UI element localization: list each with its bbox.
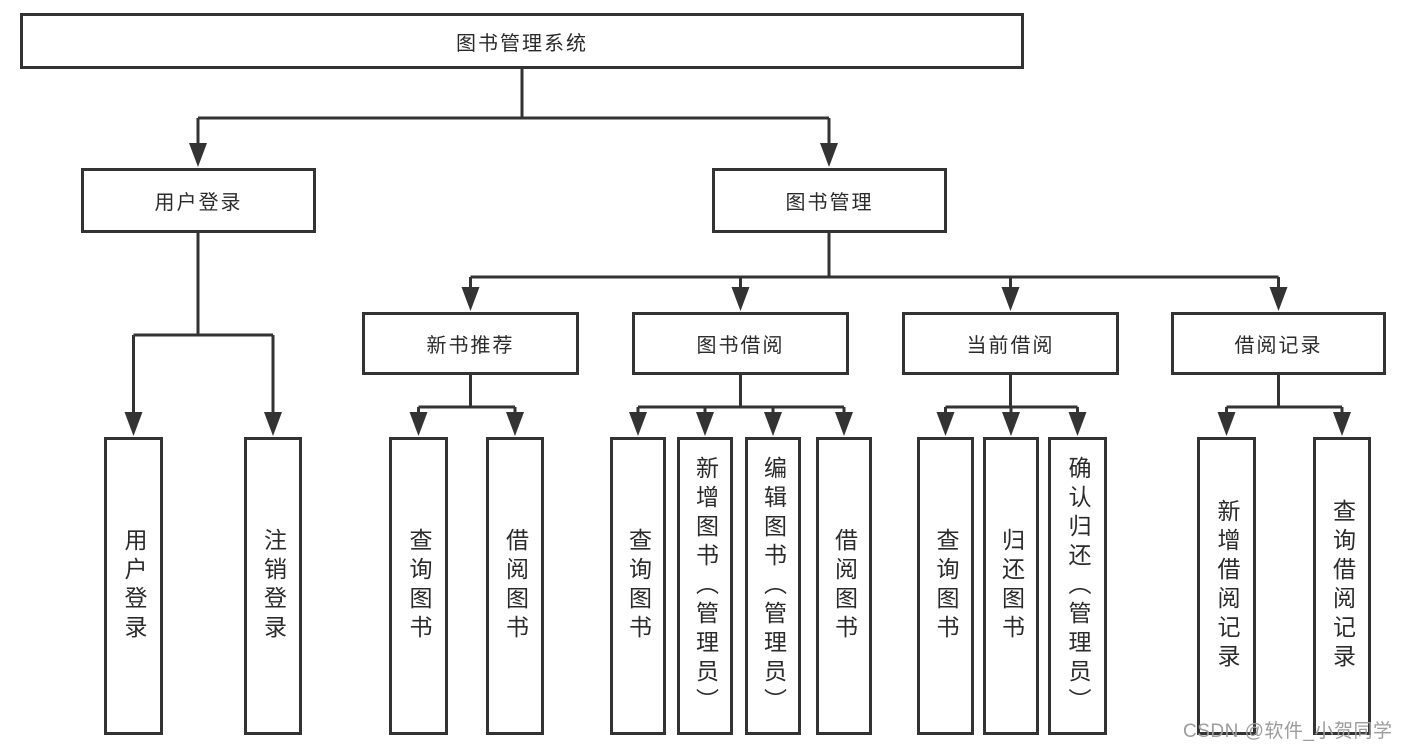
- node-new-book-recommend: 新书推荐: [362, 312, 579, 375]
- csdn-watermark: CSDN @软件_小贺同学: [1183, 721, 1393, 742]
- arrowhead: [189, 143, 207, 167]
- arrowhead: [264, 412, 282, 436]
- node-book-borrow: 图书借阅: [632, 312, 849, 375]
- leaf-label: 查询借阅记录: [1329, 499, 1356, 673]
- arrowhead: [506, 412, 524, 436]
- leaf-label: 新增借阅记录: [1214, 499, 1240, 673]
- leaf-label: 查询图书: [933, 528, 959, 644]
- connector-root-to-level2: [189, 69, 838, 167]
- connector-book-mgmt-to-level3: [461, 233, 1288, 311]
- arrowhead: [124, 412, 143, 436]
- arrowhead: [1269, 287, 1288, 311]
- leaf-label: 确认归还（管理员）: [1065, 455, 1091, 717]
- arrowhead: [1333, 412, 1351, 436]
- arrowhead: [835, 412, 853, 436]
- arrowhead: [409, 412, 428, 436]
- connector-new-book-to-leaves: [409, 375, 524, 436]
- node-root-system: 图书管理系统: [20, 13, 1024, 69]
- leaf-label: 编辑图书（管理员）: [760, 455, 787, 717]
- arrowhead: [764, 412, 782, 436]
- leaf-current-return-books: 归还图书: [983, 437, 1039, 735]
- leaf-current-confirm-return-admin: 确认归还（管理员）: [1048, 437, 1107, 735]
- arrowhead: [1217, 412, 1236, 436]
- node-user-login: 用户登录: [81, 168, 316, 233]
- leaf-user-login: 用户登录: [104, 437, 163, 735]
- leaf-label: 新增图书（管理员）: [692, 455, 719, 717]
- node-current-borrow: 当前借阅: [902, 312, 1119, 375]
- connector-user-login-to-leaves: [124, 233, 282, 436]
- arrowhead: [936, 412, 955, 436]
- arrowhead: [820, 143, 838, 167]
- leaf-logout: 注销登录: [244, 437, 302, 735]
- leaf-newbook-query-books: 查询图书: [389, 437, 448, 735]
- leaf-label: 注销登录: [260, 528, 287, 644]
- leaf-borrow-add-books-admin: 新增图书（管理员）: [677, 437, 733, 735]
- leaf-current-query-books: 查询图书: [917, 437, 974, 735]
- arrowhead: [1068, 412, 1087, 436]
- leaf-label: 查询图书: [406, 528, 432, 644]
- connector-book-borrow-to-leaves: [629, 375, 853, 436]
- arrowhead: [731, 287, 750, 311]
- arrowhead: [629, 412, 647, 436]
- arrowhead: [1002, 412, 1020, 436]
- leaf-label: 借阅图书: [502, 528, 529, 644]
- leaf-records-query-record: 查询借阅记录: [1313, 437, 1371, 735]
- leaf-label: 用户登录: [121, 528, 147, 644]
- leaf-borrow-edit-books-admin: 编辑图书（管理员）: [745, 437, 801, 735]
- leaf-borrow-borrow-books: 借阅图书: [816, 437, 872, 735]
- connector-current-borrow-to-leaves: [936, 375, 1087, 436]
- arrowhead: [1001, 287, 1020, 311]
- node-book-management: 图书管理: [712, 168, 947, 233]
- leaf-borrow-query-books: 查询图书: [610, 437, 666, 735]
- node-borrow-records: 借阅记录: [1171, 312, 1386, 375]
- leaf-records-add-record: 新增借阅记录: [1197, 437, 1256, 735]
- arrowhead: [696, 412, 714, 436]
- leaf-label: 查询图书: [625, 528, 652, 644]
- arrowhead: [461, 287, 480, 311]
- leaf-label: 借阅图书: [831, 528, 858, 644]
- connector-borrow-records-to-leaves: [1217, 375, 1351, 436]
- leaf-newbook-borrow-books: 借阅图书: [486, 437, 544, 735]
- leaf-label: 归还图书: [998, 528, 1025, 644]
